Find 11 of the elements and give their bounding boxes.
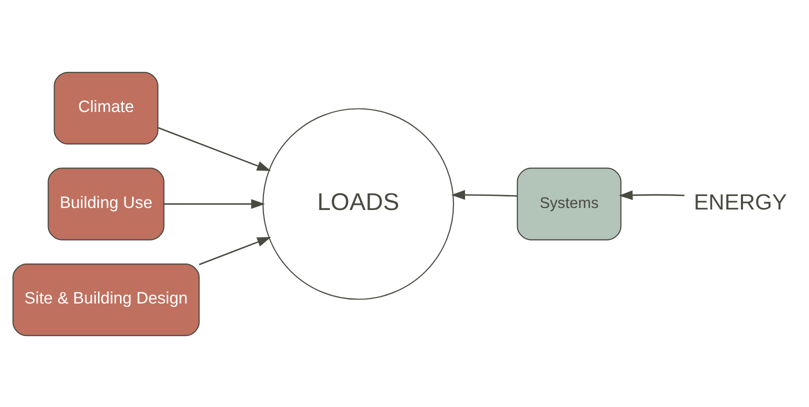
arrow xyxy=(158,126,271,170)
node-box: Building Use xyxy=(48,167,164,240)
node-circle: LOADS xyxy=(262,108,454,300)
arrow xyxy=(618,190,684,200)
node-box: Site & Building Design xyxy=(12,262,200,336)
node-box: Climate xyxy=(54,71,158,144)
node-text: ENERGY xyxy=(694,189,787,214)
arrow xyxy=(198,236,272,265)
arrow xyxy=(451,190,518,200)
node-box: Systems xyxy=(516,167,622,240)
arrow xyxy=(164,198,266,208)
